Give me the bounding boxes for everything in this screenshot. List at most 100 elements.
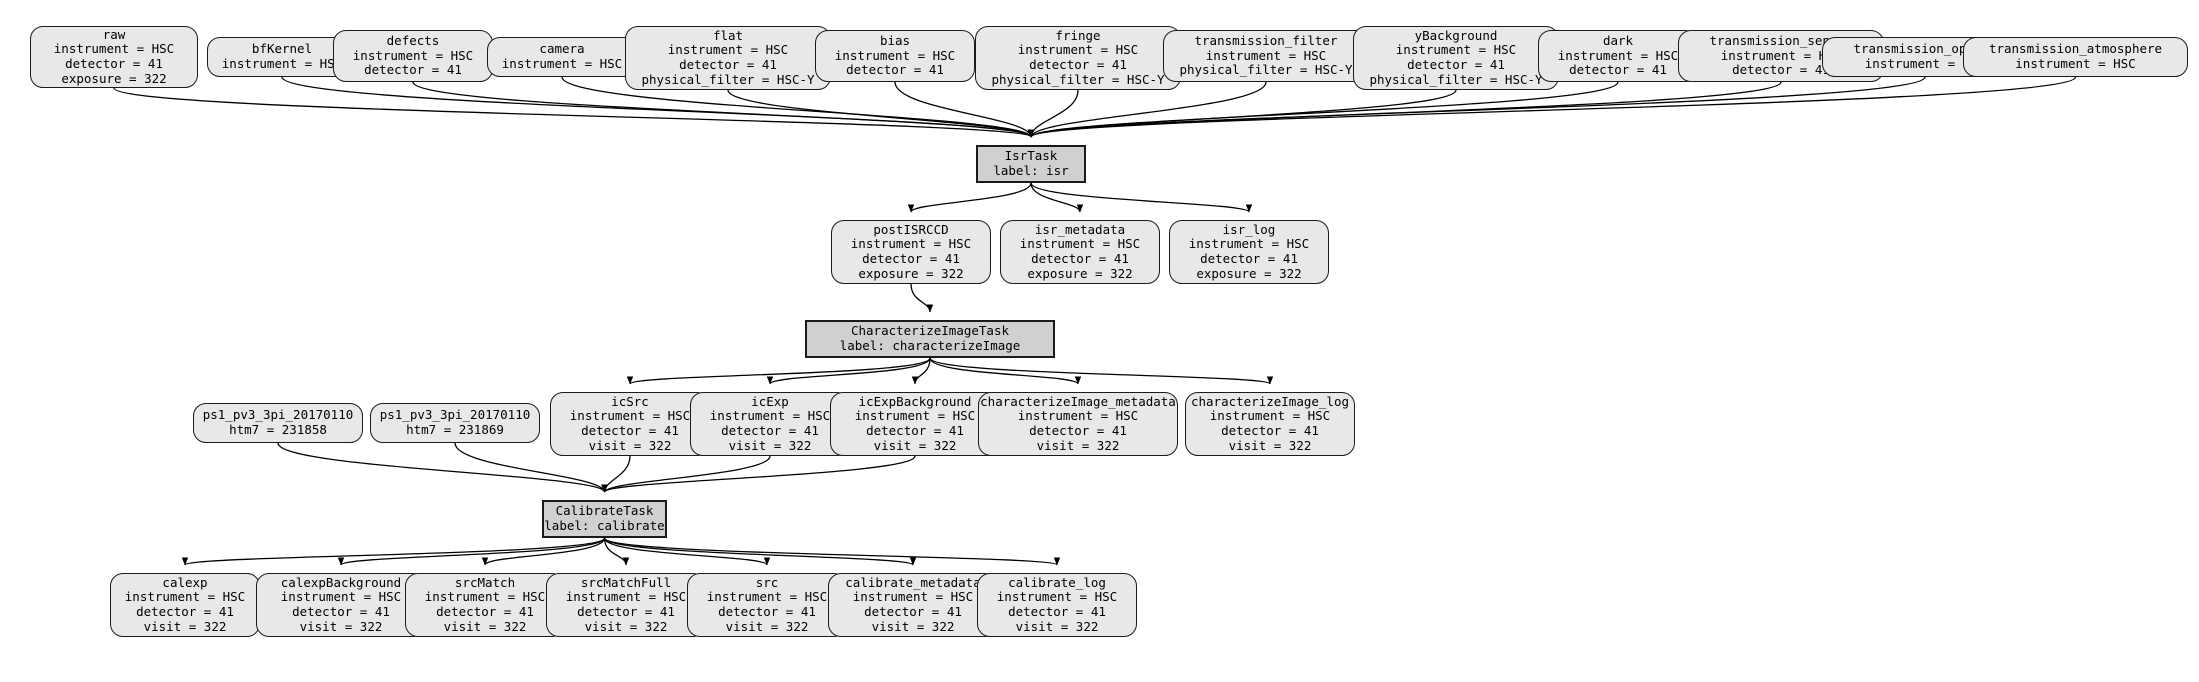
graph-edge (337, 537, 606, 566)
node-dimension: instrument = HSC (996, 589, 1118, 605)
node-dimension: detector = 41 (718, 604, 816, 619)
node-dimension: visit = 322 (871, 618, 955, 634)
node-title: isr_metadata (1034, 221, 1126, 237)
node-title: raw (102, 26, 126, 42)
graph-edge (1027, 81, 1267, 138)
node-title: calexpBackground (280, 574, 402, 590)
node-dimension: detector = 41 (1569, 62, 1667, 78)
node-dimension: label: characterizeImage (839, 338, 1021, 353)
graph-edge (1028, 81, 1782, 138)
node-dimension: instrument = HSC (854, 408, 976, 424)
graph-edge (601, 455, 631, 493)
node-dimension: physical_filter = HSC-Y (1179, 62, 1353, 78)
node-title: fringe (1055, 27, 1101, 43)
node-dimension: instrument = HSC (1557, 47, 1679, 63)
node-dimension: detector = 41 (136, 604, 234, 619)
graph-edge (1027, 89, 1457, 138)
node-title: transmission_optics (1853, 41, 1997, 57)
graph-edge (929, 357, 1273, 385)
graph-edge (911, 357, 931, 385)
graph-edge (1030, 182, 1084, 213)
graph-edge (907, 182, 1032, 213)
node-dimension: detector = 41 (866, 423, 964, 438)
graph-edge (910, 283, 934, 313)
node-dimension: htm7 = 231858 (229, 422, 327, 437)
node-title: calexp (162, 574, 208, 590)
node-dimension: instrument = HSC (1205, 47, 1327, 63)
node-title: IsrTask (1004, 148, 1058, 164)
node-dimension: detector = 41 (679, 57, 777, 72)
graph-edge (627, 357, 931, 385)
node-title: characterizeImage_log (1190, 393, 1350, 409)
node-title: bfKernel (251, 41, 313, 57)
node-title: calibrate_metadata (845, 574, 981, 590)
graph-edges (113, 76, 2077, 566)
node-dimension: physical_filter = HSC-Y (991, 71, 1165, 87)
node-dimension: detector = 41 (862, 251, 960, 266)
graph-edge (603, 537, 771, 566)
node-dimension: detector = 41 (577, 604, 675, 619)
graph-edge (766, 357, 931, 385)
node-dimension: instrument = HSC (280, 589, 402, 605)
node-title: camera (539, 41, 585, 57)
node-dimension: visit = 322 (299, 618, 383, 634)
graph-edge (113, 87, 1034, 138)
node-title: icExp (751, 393, 789, 409)
node-dimension: instrument = HSC (501, 56, 623, 71)
node-dimension: visit = 322 (1228, 437, 1312, 453)
graph-edge (182, 537, 606, 566)
node-dimension: visit = 322 (1015, 618, 1099, 634)
node-title: defects (386, 33, 440, 49)
node-dimension: detector = 41 (1407, 57, 1505, 72)
node-dimension: instrument = HSC (706, 589, 828, 605)
node-dimension: instrument = HSC (667, 42, 789, 58)
node-dimension: detector = 41 (1732, 62, 1830, 78)
node-title: transmission_filter (1194, 33, 1338, 49)
graph-edge (727, 89, 1035, 138)
node-dimension: exposure = 322 (1027, 265, 1133, 281)
node-dimension: instrument = HSC (53, 41, 175, 57)
node-dimension: visit = 322 (725, 618, 809, 634)
graph-edge (412, 81, 1034, 138)
node-dimension: detector = 41 (1029, 57, 1127, 72)
node-dimension: instrument = HSC (2015, 56, 2136, 71)
node-dimension: detector = 41 (1221, 423, 1319, 438)
node-title: transmission_atmosphere (1988, 41, 2163, 57)
node-dimension: visit = 322 (588, 437, 672, 453)
graph-edge (481, 537, 606, 566)
node-dimension: visit = 322 (873, 437, 957, 453)
graph-edge (929, 357, 1082, 385)
node-dimension: instrument = HSC (565, 589, 687, 605)
